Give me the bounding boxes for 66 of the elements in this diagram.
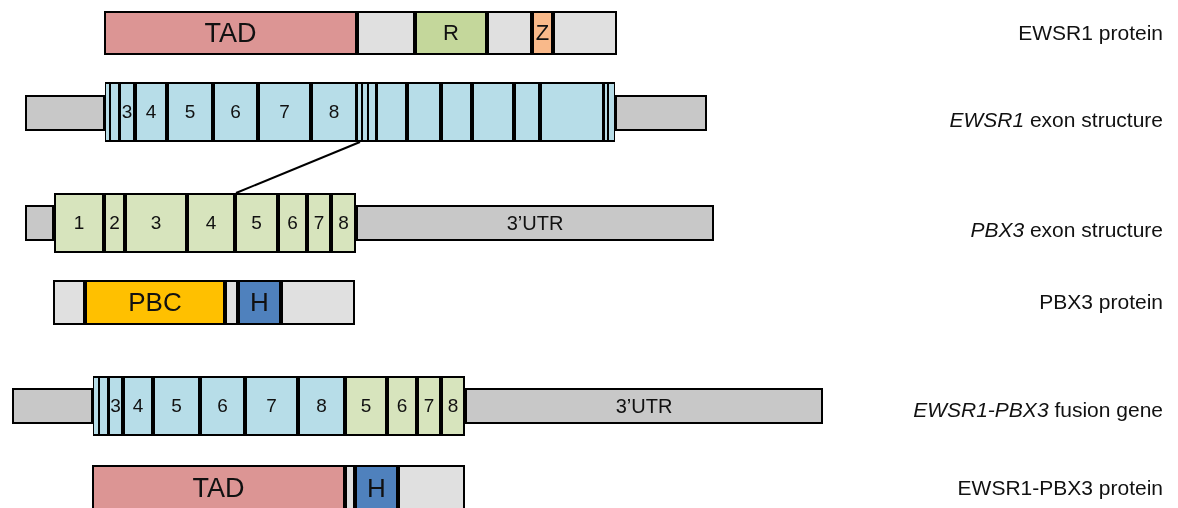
exon-box	[357, 82, 362, 142]
exon-box: 8	[311, 82, 357, 142]
protein-domain-box: H	[238, 280, 281, 325]
exon-box: 6	[200, 376, 245, 436]
exon-box	[362, 82, 368, 142]
exon-box: 7	[417, 376, 441, 436]
protein-domain-box	[281, 280, 355, 325]
utr-box: 3’UTR	[356, 205, 714, 241]
utr-box	[12, 388, 93, 424]
exon-box	[514, 82, 540, 142]
exon-box: 3	[125, 193, 187, 253]
protein-domain-box	[53, 280, 85, 325]
exon-box: 7	[258, 82, 311, 142]
exon-box: 6	[278, 193, 307, 253]
exon-box: 3	[108, 376, 123, 436]
exon-box: 5	[153, 376, 200, 436]
exon-box: 8	[441, 376, 465, 436]
exon-box: 6	[213, 82, 258, 142]
protein-domain-box	[345, 465, 355, 508]
exon-box	[99, 376, 108, 436]
exon-box: 8	[298, 376, 345, 436]
row-label: PBX3 protein	[1039, 290, 1163, 314]
exon-box: 3	[119, 82, 135, 142]
row-label: PBX3 exon structure	[970, 218, 1163, 242]
utr-box	[615, 95, 707, 131]
protein-domain-box: R	[415, 11, 487, 55]
exon-box: 1	[54, 193, 104, 253]
protein-domain-box	[487, 11, 532, 55]
exon-box: 4	[135, 82, 167, 142]
protein-domain-box: TAD	[92, 465, 345, 508]
exon-box: 4	[123, 376, 153, 436]
exon-box	[407, 82, 441, 142]
exon-box	[93, 376, 99, 436]
exon-box: 8	[331, 193, 356, 253]
utr-box	[25, 95, 105, 131]
exon-box: 2	[104, 193, 125, 253]
exon-box	[110, 82, 119, 142]
exon-box: 5	[167, 82, 213, 142]
row-label: EWSR1-PBX3 fusion gene	[913, 398, 1163, 422]
exon-box: 5	[345, 376, 387, 436]
exon-box: 6	[387, 376, 417, 436]
exon-box: 7	[245, 376, 298, 436]
protein-domain-box: H	[355, 465, 398, 508]
exon-box	[376, 82, 407, 142]
exon-box	[441, 82, 472, 142]
exon-box	[540, 82, 604, 142]
utr-box	[25, 205, 54, 241]
exon-box	[472, 82, 514, 142]
protein-domain-box	[553, 11, 617, 55]
exon-box: 4	[187, 193, 235, 253]
row-label: EWSR1 protein	[1018, 21, 1163, 45]
protein-domain-box: PBC	[85, 280, 225, 325]
exon-box	[604, 82, 608, 142]
row-label: EWSR1 exon structure	[949, 108, 1163, 132]
exon-box	[368, 82, 376, 142]
exon-box: 5	[235, 193, 278, 253]
protein-domain-box: Z	[532, 11, 553, 55]
utr-box: 3’UTR	[465, 388, 823, 424]
protein-domain-box	[357, 11, 415, 55]
protein-domain-box	[225, 280, 238, 325]
protein-domain-box	[398, 465, 465, 508]
exon-box: 7	[307, 193, 331, 253]
row-label: EWSR1-PBX3 protein	[957, 476, 1163, 500]
exon-box	[105, 82, 110, 142]
protein-domain-box: TAD	[104, 11, 357, 55]
exon-box	[608, 82, 615, 142]
